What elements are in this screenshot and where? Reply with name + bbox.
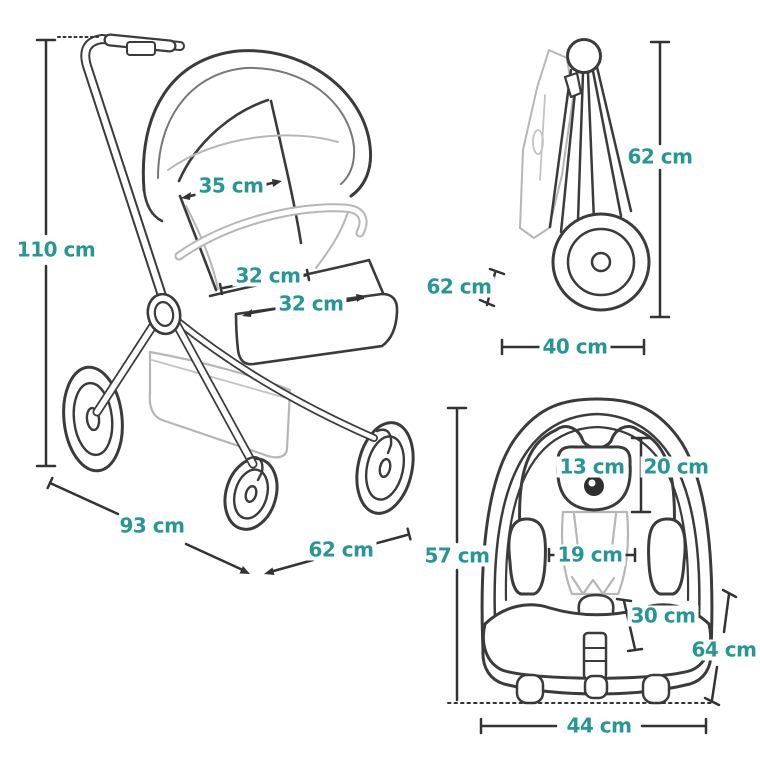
stroller-handle (80, 34, 185, 316)
dim-folded-width-line (500, 338, 646, 356)
dim-label-inner-seat-width: 19 cm (554, 544, 626, 566)
dim-label-backrest-width: 35 cm (195, 175, 267, 197)
dim-shell-side-height-line (703, 588, 738, 707)
dim-folded-height-line (649, 40, 671, 319)
dim-label-stroller-length: 93 cm (116, 515, 188, 537)
carrier-logo-button (584, 476, 604, 496)
dim-label-base-width: 44 cm (563, 715, 635, 737)
folded-stroller-drawing (519, 38, 651, 312)
dim-seat-depth-line (218, 268, 311, 296)
dim-stroller-length-line (46, 476, 250, 574)
dim-label-carrier-height: 57 cm (421, 545, 493, 567)
carrier-handle (493, 412, 701, 622)
dim-label-seat-depth: 32 cm (232, 265, 304, 287)
dim-label-headrest-width: 13 cm (556, 456, 628, 478)
dim-label-shell-side-height: 64 cm (688, 639, 760, 661)
folded-frame-tubes (548, 65, 633, 234)
dim-carrier-height-line (446, 406, 717, 704)
dim-label-folded-width: 40 cm (539, 336, 611, 358)
dim-label-stroller-width: 62 cm (305, 539, 377, 561)
stroller-front-wheel-near (223, 457, 279, 531)
dim-label-headrest-height: 20 cm (640, 456, 712, 478)
dim-base-width-line (479, 717, 708, 735)
stroller-fold-joint (146, 292, 182, 336)
folded-wheel (551, 212, 651, 312)
dim-label-folded-height: 62 cm (624, 146, 696, 168)
dim-label-carrier-seat-depth: 30 cm (627, 605, 699, 627)
carrier-buckle (582, 631, 608, 681)
folded-handle-joint (566, 38, 602, 74)
dim-label-footrest-width: 32 cm (275, 293, 347, 315)
dim-stroller-height-line (35, 36, 99, 468)
dim-label-folded-depth: 62 cm (423, 276, 495, 298)
dim-label-stroller-height: 110 cm (13, 239, 99, 261)
stroller-canopy (141, 49, 373, 198)
